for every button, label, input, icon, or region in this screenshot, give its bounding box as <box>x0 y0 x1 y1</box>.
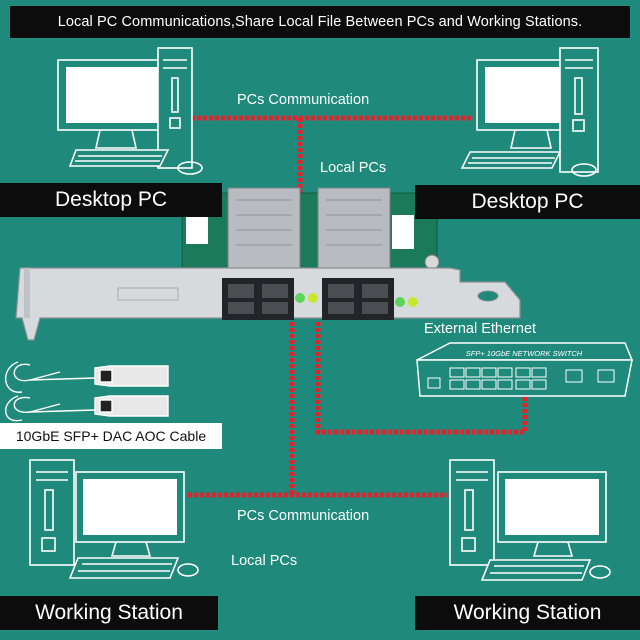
link-led-2 <box>395 297 405 307</box>
working-station-left-label: Working Station <box>0 596 218 630</box>
working-station-left-illustration <box>29 459 199 579</box>
act-led-1 <box>308 293 318 303</box>
local-pcs-bottom-label: Local PCs <box>231 553 298 569</box>
cable-label: 10GbE SFP+ DAC AOC Cable <box>0 423 222 449</box>
pcs-communication-bottom-label: PCs Communication <box>237 508 370 524</box>
sfp-dac-cable-illustration <box>4 361 169 422</box>
desktop-pc-right-illustration <box>460 47 599 177</box>
banner-title: Local PC Communications,Share Local File… <box>10 6 630 38</box>
local-pcs-top-label: Local PCs <box>320 160 387 176</box>
network-card-illustration <box>15 187 521 341</box>
switch-line <box>315 322 528 435</box>
desktop-pc-left-label: Desktop PC <box>0 183 222 217</box>
desktop-pc-left-illustration <box>57 47 203 175</box>
network-switch-illustration <box>416 342 634 397</box>
working-station-right-label: Working Station <box>415 596 640 630</box>
act-led-2 <box>408 297 418 307</box>
working-station-right-illustration <box>449 459 611 581</box>
external-ethernet-label: External Ethernet <box>424 321 537 337</box>
switch-title: SFP+ 10GbE NETWORK SWITCH <box>466 349 583 358</box>
pcs-communication-top-label: PCs Communication <box>237 92 370 108</box>
link-led-1 <box>295 293 305 303</box>
desktop-pc-right-label: Desktop PC <box>415 185 640 219</box>
